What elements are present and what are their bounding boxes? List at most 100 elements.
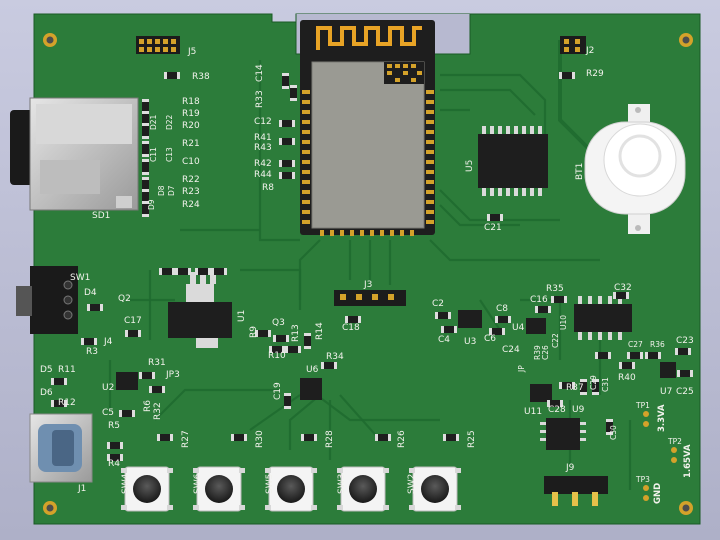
label-c16: C16	[530, 295, 548, 305]
label-d21: D21	[149, 114, 158, 130]
label-d7: D7	[167, 185, 176, 196]
smd-component	[282, 73, 289, 89]
smd-component	[441, 326, 457, 333]
label-c25: C25	[676, 387, 694, 397]
label-c19: C19	[273, 382, 283, 400]
tactile-switch	[265, 466, 317, 512]
smd-component	[279, 120, 295, 127]
label-r3: R3	[86, 347, 98, 357]
label-d8: D8	[157, 185, 166, 196]
battery-holder	[584, 104, 686, 234]
label-u4: U4	[512, 323, 525, 333]
label-r41: R41	[254, 133, 272, 143]
label-r8: R8	[262, 183, 274, 193]
smd-component	[345, 316, 361, 323]
smd-component	[301, 434, 317, 441]
label-c24: C24	[502, 345, 520, 355]
smd-component	[157, 434, 173, 441]
smd-component	[595, 352, 611, 359]
label-r9: R9	[249, 326, 259, 338]
smd-component	[677, 370, 693, 377]
smd-component	[51, 378, 67, 385]
label-r26: R26	[397, 430, 407, 448]
label-c26: C26	[541, 345, 550, 360]
label-j4: J4	[103, 337, 113, 347]
smd-component	[675, 348, 691, 355]
ic-u7	[660, 362, 676, 378]
label-u9: U9	[572, 405, 585, 415]
label-c6: C6	[484, 334, 496, 344]
label-tp1-voltage: 3.3VA	[657, 404, 667, 432]
label-r23: R23	[182, 187, 200, 197]
test-points	[643, 411, 677, 501]
smd-component	[159, 268, 175, 275]
label-tp3-gnd: GND	[653, 483, 663, 504]
ic-u5	[478, 126, 548, 196]
label-c23: C23	[676, 336, 694, 346]
smd-component	[551, 296, 567, 303]
header-j5	[136, 36, 180, 54]
label-c29: C29	[589, 375, 598, 390]
label-u5: U5	[465, 160, 475, 172]
label-r29: R29	[586, 69, 604, 79]
label-c32: C32	[614, 283, 632, 293]
tactile-switch	[193, 466, 245, 512]
label-r38: R38	[192, 72, 210, 82]
label-r20: R20	[182, 121, 200, 131]
smd-component	[273, 335, 289, 342]
regulator-u1	[168, 272, 232, 348]
label-r11: R11	[58, 365, 76, 375]
label-sw2: SW2	[407, 474, 417, 494]
label-r37: R37	[566, 383, 584, 393]
usb-c-connector	[29, 413, 93, 483]
smd-component	[164, 72, 180, 79]
smd-component	[435, 312, 451, 319]
label-r39: R39	[533, 345, 542, 360]
label-r31: R31	[148, 358, 166, 368]
label-u7: U7	[660, 387, 672, 397]
label-r35: R35	[546, 284, 564, 294]
smd-component	[279, 172, 295, 179]
label-sd1: SD1	[92, 211, 110, 221]
smd-component	[487, 214, 503, 221]
label-u1: U1	[237, 310, 247, 322]
label-r40: R40	[618, 373, 636, 383]
silkscreen-labels: J5 R38 J2 R29 R18 R19 R20 R21 C10 R22 R2…	[40, 46, 694, 504]
tactile-switch	[121, 466, 173, 512]
label-sw6: SW6	[193, 473, 203, 494]
label-d5: D5	[40, 365, 53, 375]
smd-component	[613, 292, 629, 299]
smd-component	[547, 400, 563, 407]
label-sw1: SW1	[70, 273, 90, 283]
label-u6: U6	[306, 365, 319, 375]
label-q2: Q2	[118, 294, 131, 304]
label-r24: R24	[182, 200, 200, 210]
smd-component	[142, 201, 149, 217]
label-u3: U3	[464, 337, 476, 347]
ic-u9	[540, 418, 586, 450]
smd-component	[559, 72, 575, 79]
smd-component	[645, 352, 661, 359]
label-r28: R28	[325, 430, 335, 448]
tactile-switches	[121, 466, 461, 512]
smd-component	[489, 328, 505, 335]
ic-u6	[300, 378, 322, 400]
label-tp1: TP1	[635, 401, 650, 410]
copper-traces	[100, 40, 632, 490]
tactile-switch	[409, 466, 461, 512]
smd-component	[495, 316, 511, 323]
label-r33: R33	[255, 90, 265, 108]
label-c10: C10	[182, 157, 200, 167]
label-c8: C8	[496, 304, 508, 314]
label-sw5: SW5	[265, 474, 275, 494]
label-c22: C22	[551, 333, 560, 348]
smd-component	[231, 434, 247, 441]
smd-component	[125, 330, 141, 337]
smd-component	[606, 419, 613, 435]
label-d6: D6	[40, 388, 53, 398]
label-jp: JP	[517, 365, 526, 373]
label-r18: R18	[182, 97, 200, 107]
label-d4: D4	[84, 288, 97, 298]
label-c28: C28	[548, 405, 566, 415]
label-c21: C21	[484, 223, 502, 233]
